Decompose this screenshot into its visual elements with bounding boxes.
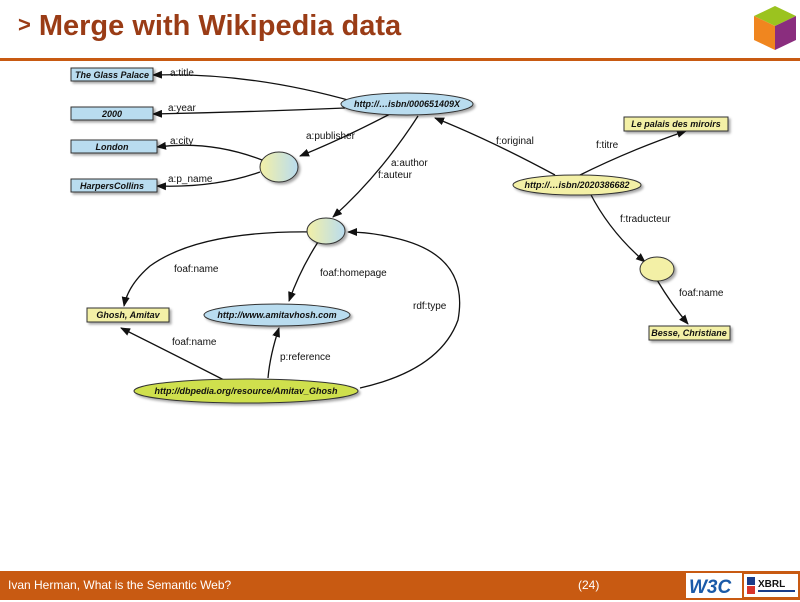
label-foaf-name-2: foaf:name [172,337,217,348]
slide-title: > Merge with Wikipedia data [18,10,401,43]
isbn1-text: http://…isbn/000651409X [354,99,461,109]
slide-title-text: Merge with Wikipedia data [38,10,402,42]
homepage-node [203,303,351,327]
uri-nodes: http://…isbn/000651409X http://…isbn/202… [133,92,642,404]
graph-edges [120,70,689,389]
glass-palace-text: The Glass Palace [75,70,149,80]
author-blank-node [306,217,346,245]
label-foaf-homepage: foaf:homepage [320,268,387,279]
ghosh-text: Ghosh, Amitav [96,310,160,320]
edge-f-traducteur [589,192,646,263]
edge-foaf-name-translator [656,279,689,325]
london-box [70,139,158,154]
translator-blank-node [639,256,675,282]
besse-text: Besse, Christiane [651,328,727,338]
xbrl-logo-graphic: XBRL [747,577,795,594]
edge-p-reference [267,327,280,379]
edge-f-original [434,117,556,176]
glass-palace-box [70,67,154,82]
publisher-blank-node [259,151,299,183]
edge-foaf-name-dbpedia [120,327,225,381]
edge-a-publisher [299,113,391,157]
palais-box [623,116,729,132]
label-a-author: a:author [391,158,428,169]
year-box [70,106,154,121]
label-foaf-name-3: foaf:name [679,288,724,299]
label-rdf-type: rdf:type [413,301,447,312]
header-rule [0,58,800,61]
dbpedia-node [133,378,359,404]
svg-text:W3C: W3C [689,577,732,598]
page-number: (24) [578,578,600,592]
literal-nodes: The Glass Palace 2000 London HarpersColl… [70,67,731,341]
isbn1-node [340,92,474,116]
rdf-graph-diagram: a:title a:year a:publisher a:city a:p_na… [70,67,731,404]
harpers-text: HarpersCollins [80,181,144,191]
edge-a-p-name [156,171,261,191]
label-a-city: a:city [170,136,193,147]
label-f-titre: f:titre [596,140,619,151]
semantic-web-cube-logo [754,6,796,50]
label-p-reference: p:reference [280,352,331,363]
edge-foaf-name-author [121,231,316,307]
edge-a-title [152,70,356,103]
label-a-p-name: a:p_name [168,174,213,185]
edge-f-titre [577,130,687,177]
label-foaf-name-1: foaf:name [174,264,219,275]
label-a-publisher: a:publisher [306,131,356,142]
edge-a-year [152,107,346,118]
label-f-auteur: f:auteur [378,170,413,181]
slide-header: > Merge with Wikipedia data [0,0,800,61]
slide-footer: Ivan Herman, What is the Semantic Web? (… [0,571,800,600]
edge-a-city [156,141,263,161]
edge-labels: a:title a:year a:publisher a:city a:p_na… [168,68,724,363]
label-a-year: a:year [168,103,196,114]
label-a-title: a:title [170,68,194,79]
homepage-text: http://www.amitavhosh.com [217,310,336,320]
edge-foaf-homepage [288,241,319,302]
title-chevron: > [18,12,31,37]
besse-box [648,325,731,341]
palais-text: Le palais des miroirs [631,119,721,129]
isbn2-text: http://…isbn/2020386682 [524,180,629,190]
london-text: London [96,142,129,152]
edge-a-author [332,115,419,218]
isbn2-node [512,174,642,196]
w3c-logo: W3C [686,573,742,598]
dbpedia-text: http://dbpedia.org/resource/Amitav_Ghosh [154,386,338,396]
svg-text:XBRL: XBRL [758,579,785,590]
xbrl-logo: XBRL [744,574,798,597]
label-f-original: f:original [496,136,534,147]
label-f-traducteur: f:traducteur [620,214,671,225]
ghosh-box [86,307,170,323]
edge-rdf-type [347,228,461,389]
blank-nodes [259,151,675,282]
year-text: 2000 [101,109,122,119]
harpers-box [70,178,158,193]
footer-text: Ivan Herman, What is the Semantic Web? [8,578,232,592]
